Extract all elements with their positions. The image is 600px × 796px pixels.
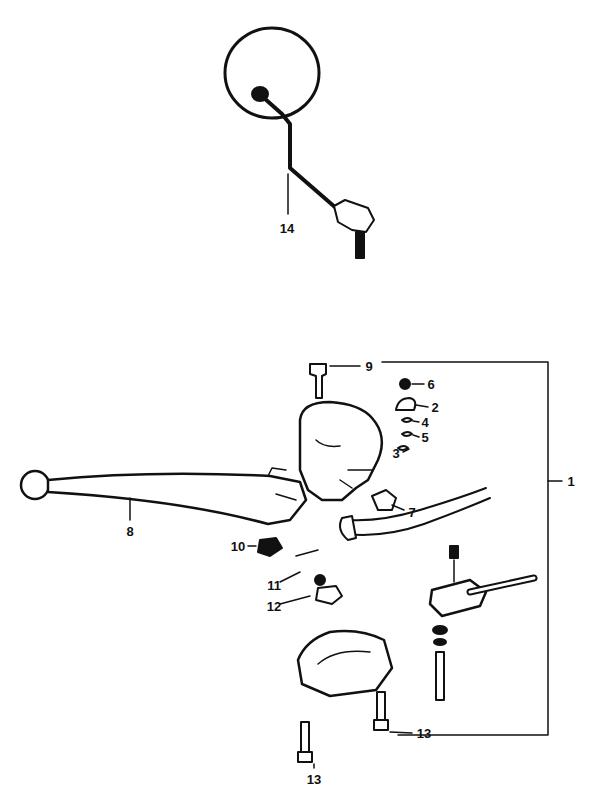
- callout-number: 4: [421, 416, 428, 429]
- leader-line: [403, 449, 409, 452]
- callout-number: 11: [267, 579, 281, 592]
- leader-line: [280, 596, 310, 604]
- callout-number: 14: [280, 222, 294, 235]
- callout-number: 13: [307, 773, 321, 786]
- lever-ball-end: [21, 471, 49, 499]
- lever-detail: [268, 468, 296, 500]
- pin: [296, 550, 318, 556]
- leader-line: [413, 421, 419, 422]
- lever-housing: [300, 402, 382, 500]
- lower-clamp: [298, 631, 392, 696]
- washer: [433, 626, 447, 634]
- callout-number: 9: [365, 360, 372, 373]
- screw: [450, 546, 458, 558]
- mirror-clamp: [334, 200, 374, 232]
- clamp-bolt: [374, 692, 388, 730]
- clutch-lever: [48, 474, 306, 524]
- callout-number: 6: [427, 378, 434, 391]
- switch-bolt: [436, 652, 444, 700]
- cable: [346, 488, 490, 535]
- switch-plate: [316, 586, 342, 604]
- leader-line: [392, 505, 404, 510]
- ball: [402, 432, 412, 436]
- callout-number: 7: [408, 506, 415, 519]
- callout-number: 5: [421, 431, 428, 444]
- callout-number: 3: [392, 447, 399, 460]
- leader-line: [412, 383, 424, 385]
- leader-line: [248, 545, 256, 547]
- callout-number: 13: [417, 727, 431, 740]
- callout-number: 1: [567, 475, 574, 488]
- choke-lever-inner: [470, 578, 534, 592]
- housing-detail: [316, 440, 372, 488]
- clamp-bolt: [298, 722, 312, 762]
- leader-line: [416, 405, 428, 407]
- leader-line: [390, 732, 412, 733]
- washer: [434, 639, 446, 645]
- switch-stem: [453, 560, 455, 582]
- leader-line: [330, 365, 360, 367]
- switch-knob: [396, 398, 415, 410]
- nut: [315, 575, 325, 585]
- pivot-nut: [258, 538, 282, 556]
- clamp-detail: [318, 651, 370, 664]
- screw: [400, 379, 410, 389]
- choke-lever: [470, 578, 534, 592]
- adjuster: [372, 490, 396, 510]
- leader-line: [280, 572, 300, 582]
- assembly-bracket: [382, 362, 548, 735]
- callout-number: 8: [126, 525, 133, 538]
- callout-number: 12: [267, 600, 281, 613]
- callout-number: 2: [431, 401, 438, 414]
- leader-line: [129, 498, 131, 520]
- starter-switch: [430, 580, 486, 616]
- cable-end: [340, 516, 356, 540]
- leader-line: [287, 174, 289, 214]
- leader-line: [548, 480, 562, 482]
- leader-line: [413, 435, 419, 437]
- mirror-stem: [264, 98, 336, 208]
- leader-line: [313, 764, 315, 768]
- spring: [402, 418, 412, 422]
- callout-number: 10: [231, 540, 245, 553]
- pivot-bolt: [310, 364, 326, 398]
- mirror-bolt: [356, 232, 364, 258]
